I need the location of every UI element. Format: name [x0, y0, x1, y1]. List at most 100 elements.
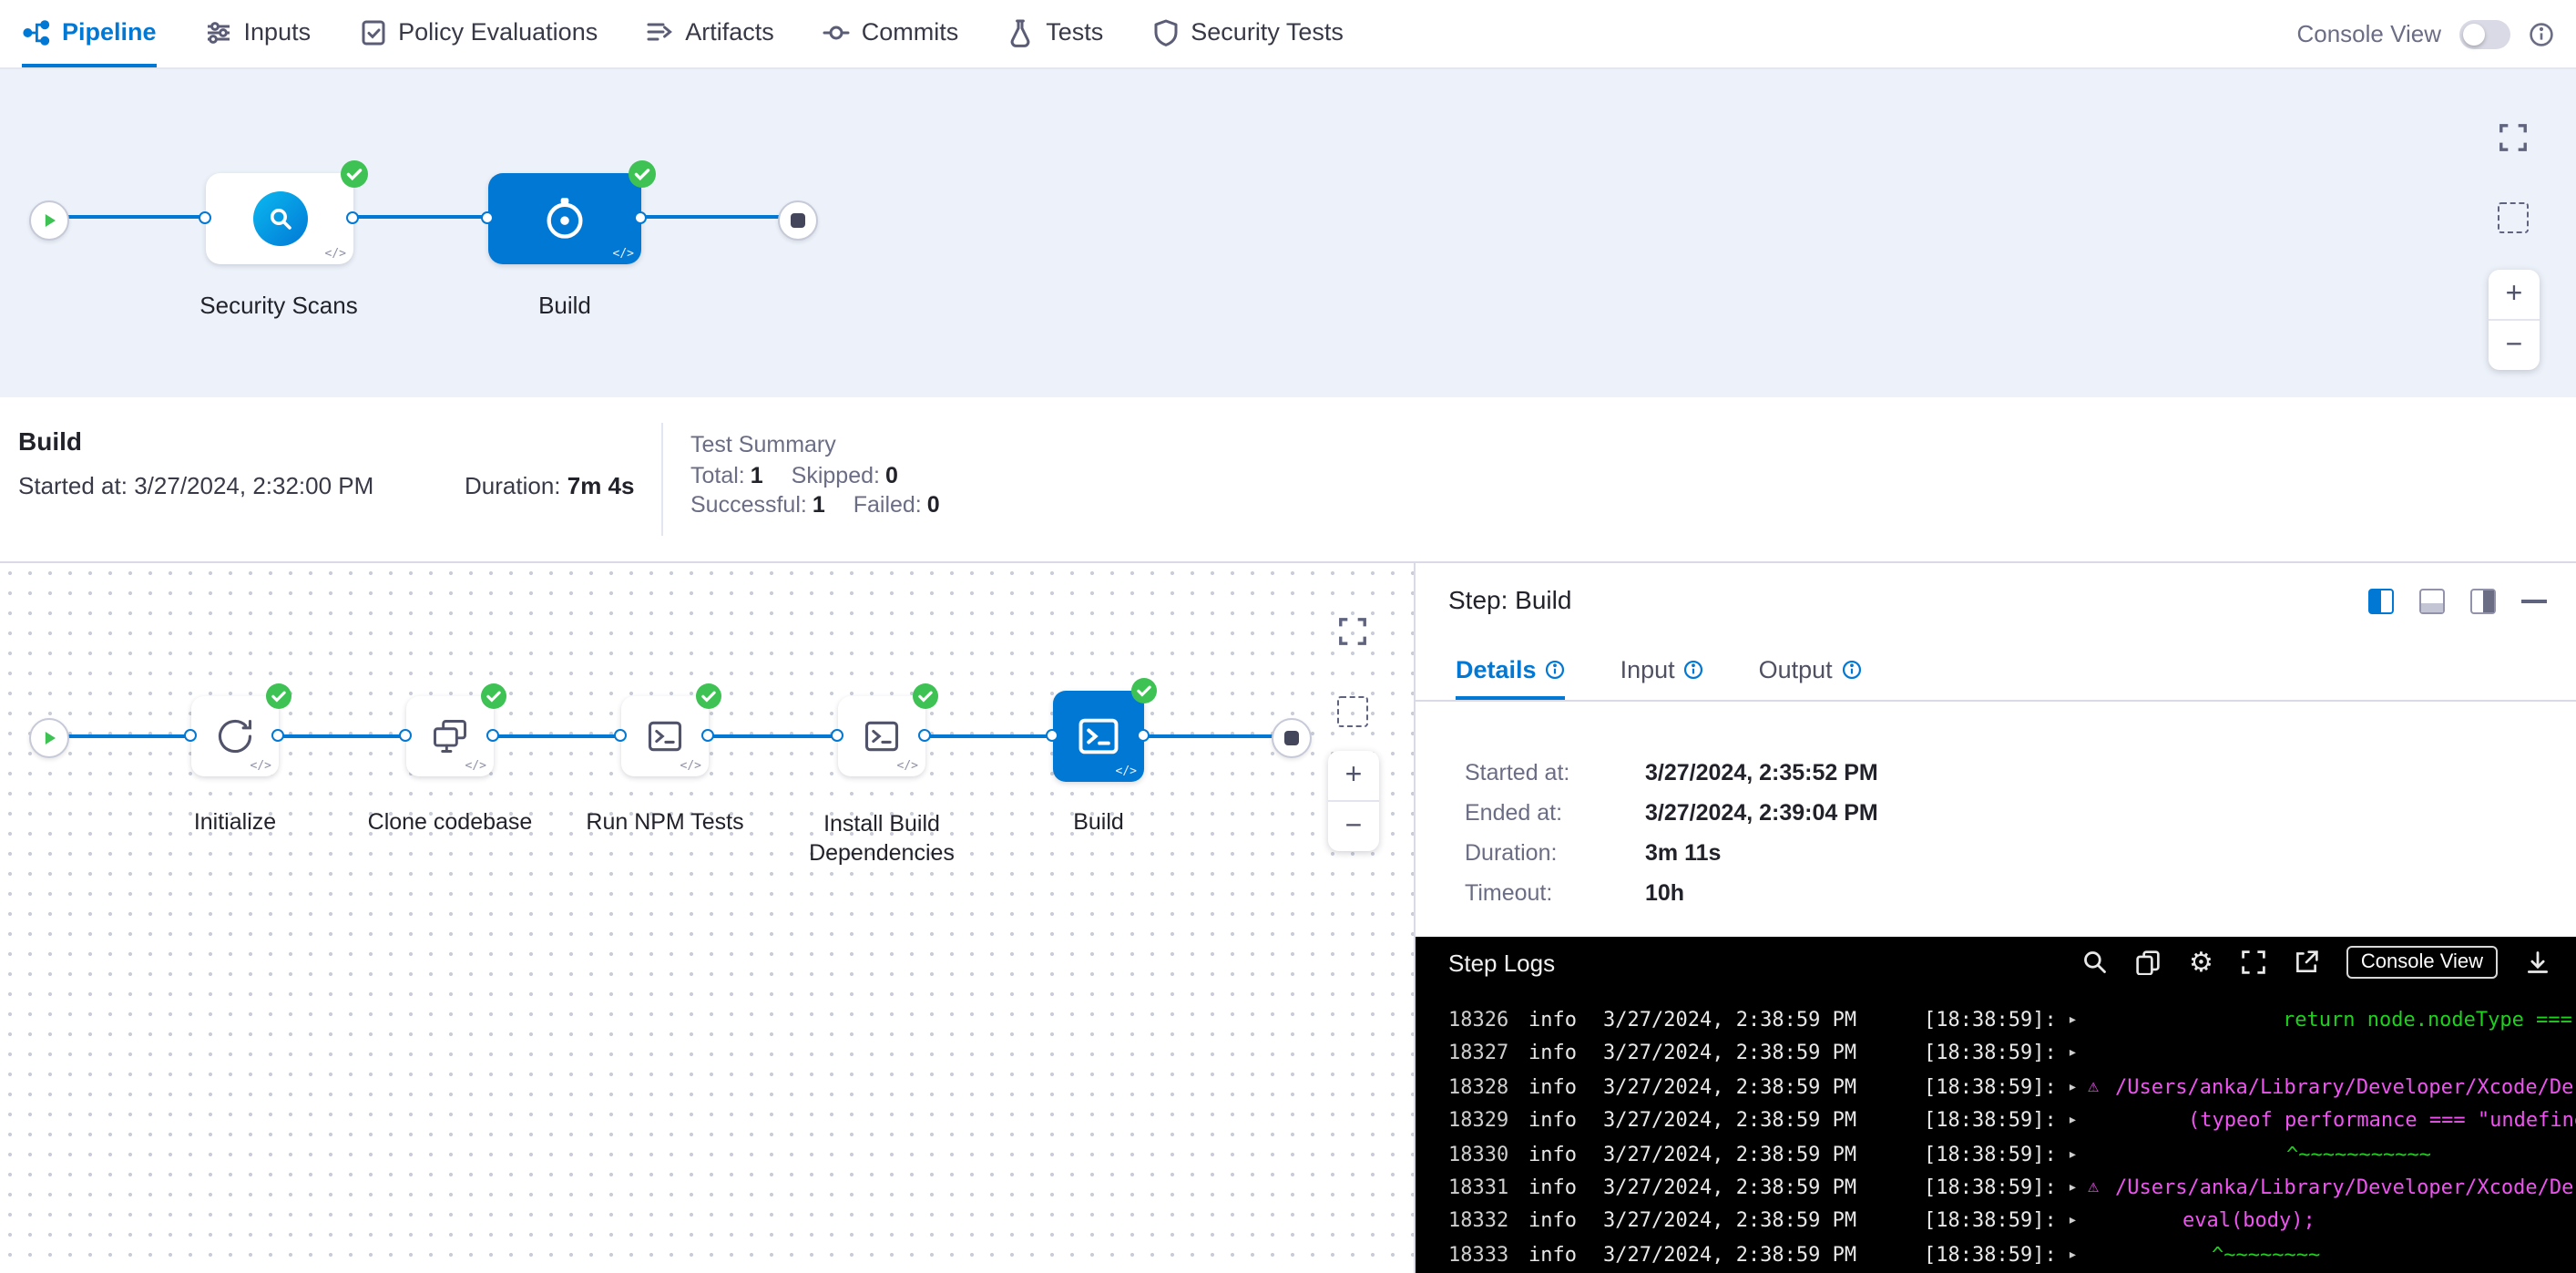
tab-artifacts[interactable]: Artifacts — [645, 0, 774, 67]
step-node-clone-codebase[interactable]: </> — [406, 696, 494, 776]
minimize-panel-icon[interactable] — [2521, 600, 2547, 603]
log-line[interactable]: 18329 info 3/27/2024, 2:38:59 PM [18:38:… — [1416, 1104, 2576, 1138]
log-content: return node.nodeType === — [2283, 1008, 2572, 1032]
step-label-install-build-dependencies[interactable]: Install Build Dependencies — [809, 811, 955, 866]
fullscreen-logs-button[interactable] — [2241, 950, 2266, 975]
zoom-in-button[interactable]: + — [2505, 278, 2523, 309]
step-node-install-build-dependencies[interactable]: </> — [838, 696, 925, 776]
terminal-icon — [648, 721, 682, 752]
detail-label: Started at: — [1465, 760, 1570, 785]
step-start-node[interactable] — [29, 718, 69, 758]
info-icon[interactable] — [2529, 21, 2554, 46]
tab-tests[interactable]: Tests — [1006, 0, 1103, 67]
log-content: ^~~~~~~~~~~~ — [2286, 1142, 2431, 1166]
tab-details[interactable]: Details — [1456, 643, 1566, 700]
caret-icon[interactable]: ▸ — [2068, 1011, 2078, 1030]
pipeline-start-node[interactable] — [29, 200, 69, 241]
open-in-new-button[interactable] — [2294, 950, 2319, 975]
fullscreen-button[interactable] — [1328, 607, 1375, 654]
copy-icon — [2137, 950, 2161, 975]
selection-mode-button[interactable] — [1328, 687, 1375, 734]
build-stage-icon — [541, 195, 588, 242]
edge-port — [271, 729, 284, 742]
tab-security-tests[interactable]: Security Tests — [1150, 0, 1344, 67]
step-label-initialize[interactable]: Initialize — [193, 809, 277, 835]
tab-policy-evaluations[interactable]: Policy Evaluations — [358, 0, 598, 67]
edge-port — [481, 211, 494, 224]
step-label-clone-codebase[interactable]: Clone codebase — [367, 809, 533, 835]
log-line[interactable]: 18333 info 3/27/2024, 2:38:59 PM [18:38:… — [1416, 1238, 2576, 1272]
log-line[interactable]: 18328 info 3/27/2024, 2:38:59 PM [18:38:… — [1416, 1072, 2576, 1105]
log-line-number: 18331 — [1448, 1175, 1509, 1199]
execution-summary-bar: Build Started at: 3/27/2024, 2:32:00 PM … — [0, 397, 2576, 563]
log-time: [18:38:59]: — [1924, 1208, 2057, 1233]
caret-icon[interactable]: ▸ — [2068, 1178, 2078, 1197]
step-node-initialize[interactable]: </> — [191, 696, 279, 776]
console-view-label: Console View — [2296, 20, 2441, 47]
layout-bottom-pane-icon[interactable] — [2419, 589, 2445, 614]
tab-label: Pipeline — [62, 18, 157, 46]
detail-row: Duration: 3m 11s — [1465, 833, 1878, 873]
log-line[interactable]: 18326 info 3/27/2024, 2:38:59 PM [18:38:… — [1416, 1004, 2576, 1038]
console-view-toggle[interactable] — [2459, 19, 2510, 48]
pipeline-end-node[interactable] — [778, 200, 818, 241]
log-date: 3/27/2024, 2:38:59 PM — [1603, 1041, 1857, 1065]
log-level: info — [1528, 1074, 1577, 1099]
search-icon — [2085, 951, 2107, 973]
edge-port — [1046, 729, 1058, 742]
zoom-out-button[interactable]: − — [1328, 800, 1379, 851]
log-content: eval(body); — [2182, 1208, 2315, 1233]
step-label-build[interactable]: Build — [1073, 809, 1124, 835]
tab-label: Security Tests — [1191, 18, 1344, 46]
stage-label-build[interactable]: Build — [538, 292, 591, 319]
zoom-in-button[interactable]: + — [1344, 759, 1363, 790]
started-at-label: Started at: — [18, 472, 128, 499]
tab-output[interactable]: Output — [1759, 643, 1862, 700]
tab-commits[interactable]: Commits — [822, 0, 958, 67]
layout-left-pane-icon[interactable] — [2368, 589, 2394, 614]
layout-right-pane-icon[interactable] — [2470, 589, 2496, 614]
step-details-list: Started at: 3/27/2024, 2:35:52 PM Ended … — [1465, 753, 1878, 913]
tab-label: Tests — [1046, 18, 1104, 46]
step-end-node[interactable] — [1272, 718, 1312, 758]
search-button[interactable] — [2083, 950, 2109, 975]
log-level: info — [1528, 1142, 1577, 1166]
stage-graph-canvas[interactable]: </> </> Security Scans Build + − — [0, 69, 2576, 397]
terminal-icon — [864, 721, 899, 752]
step-node-build[interactable]: </> — [1053, 691, 1144, 782]
log-line[interactable]: 18331 info 3/27/2024, 2:38:59 PM [18:38:… — [1416, 1172, 2576, 1206]
edge-port — [486, 729, 499, 742]
log-line[interactable]: 18327 info 3/27/2024, 2:38:59 PM [18:38:… — [1416, 1038, 2576, 1072]
caret-icon[interactable]: ▸ — [2068, 1044, 2078, 1063]
zoom-out-button[interactable]: − — [2489, 319, 2540, 370]
step-label-run-npm-tests[interactable]: Run NPM Tests — [586, 809, 744, 835]
download-logs-button[interactable] — [2525, 950, 2550, 975]
fullscreen-button[interactable] — [2489, 113, 2536, 160]
tab-input[interactable]: Input — [1620, 643, 1704, 700]
log-line[interactable]: 18332 info 3/27/2024, 2:38:59 PM [18:38:… — [1416, 1206, 2576, 1239]
tab-pipeline[interactable]: Pipeline — [22, 0, 157, 67]
stage-label-security-scans[interactable]: Security Scans — [199, 292, 358, 319]
step-panel-title: Step: Build — [1448, 585, 1572, 614]
copy-button[interactable] — [2136, 950, 2162, 975]
step-graph-canvas[interactable]: </> </> </> </ — [0, 563, 1414, 1273]
failed-value: 0 — [926, 492, 940, 518]
step-node-run-npm-tests[interactable]: </> — [621, 696, 709, 776]
edge-port — [614, 729, 627, 742]
caret-icon[interactable]: ▸ — [2068, 1078, 2078, 1097]
caret-icon[interactable]: ▸ — [2068, 1212, 2078, 1231]
caret-icon[interactable]: ▸ — [2068, 1246, 2078, 1265]
log-line[interactable]: 18330 info 3/27/2024, 2:38:59 PM [18:38:… — [1416, 1138, 2576, 1172]
console-view-button[interactable]: Console View — [2346, 946, 2498, 979]
stage-node-build[interactable]: </> — [488, 173, 641, 264]
edge-port — [634, 211, 647, 224]
selection-mode-button[interactable] — [2489, 193, 2536, 241]
caret-icon[interactable]: ▸ — [2068, 1145, 2078, 1165]
detail-row: Started at: 3/27/2024, 2:35:52 PM — [1465, 753, 1878, 793]
stage-node-security-scans[interactable]: </> — [206, 173, 353, 264]
settings-button[interactable]: ⚙ — [2188, 947, 2213, 978]
tab-inputs[interactable]: Inputs — [204, 0, 311, 67]
caret-icon[interactable]: ▸ — [2068, 1112, 2078, 1131]
log-level: info — [1528, 1041, 1577, 1065]
log-time: [18:38:59]: — [1924, 1108, 2057, 1133]
